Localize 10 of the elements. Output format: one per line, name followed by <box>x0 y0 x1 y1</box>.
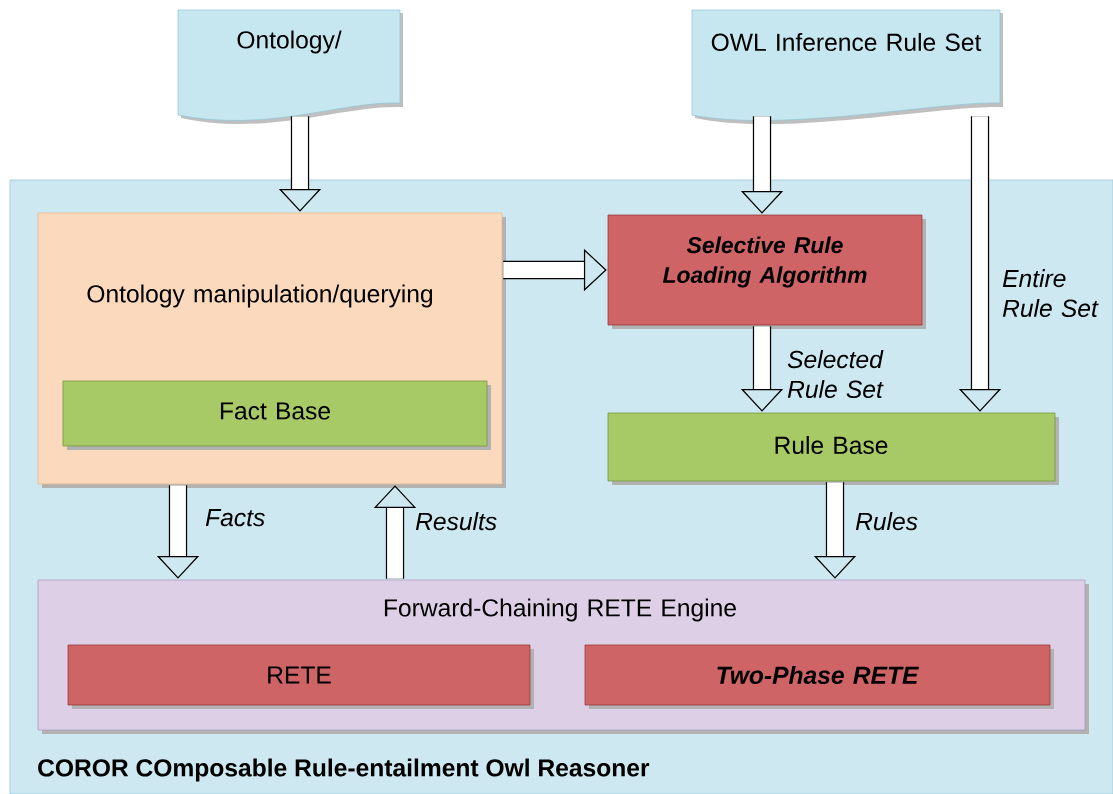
process-box: Selective Rule Loading Algorithm <box>607 214 926 329</box>
process-box: Fact Base <box>62 380 491 450</box>
edge-label: Results <box>415 512 497 531</box>
process-box: Rule Base <box>607 412 1059 485</box>
process-box: RETE <box>67 644 534 709</box>
edge-label: Entire Rule Set <box>1002 269 1099 318</box>
edge-label: Selected Rule Set <box>787 350 884 399</box>
process-box: Two-Phase RETE <box>584 644 1054 709</box>
edge-label: Facts <box>205 509 265 527</box>
edge-label: Rules <box>855 512 918 531</box>
